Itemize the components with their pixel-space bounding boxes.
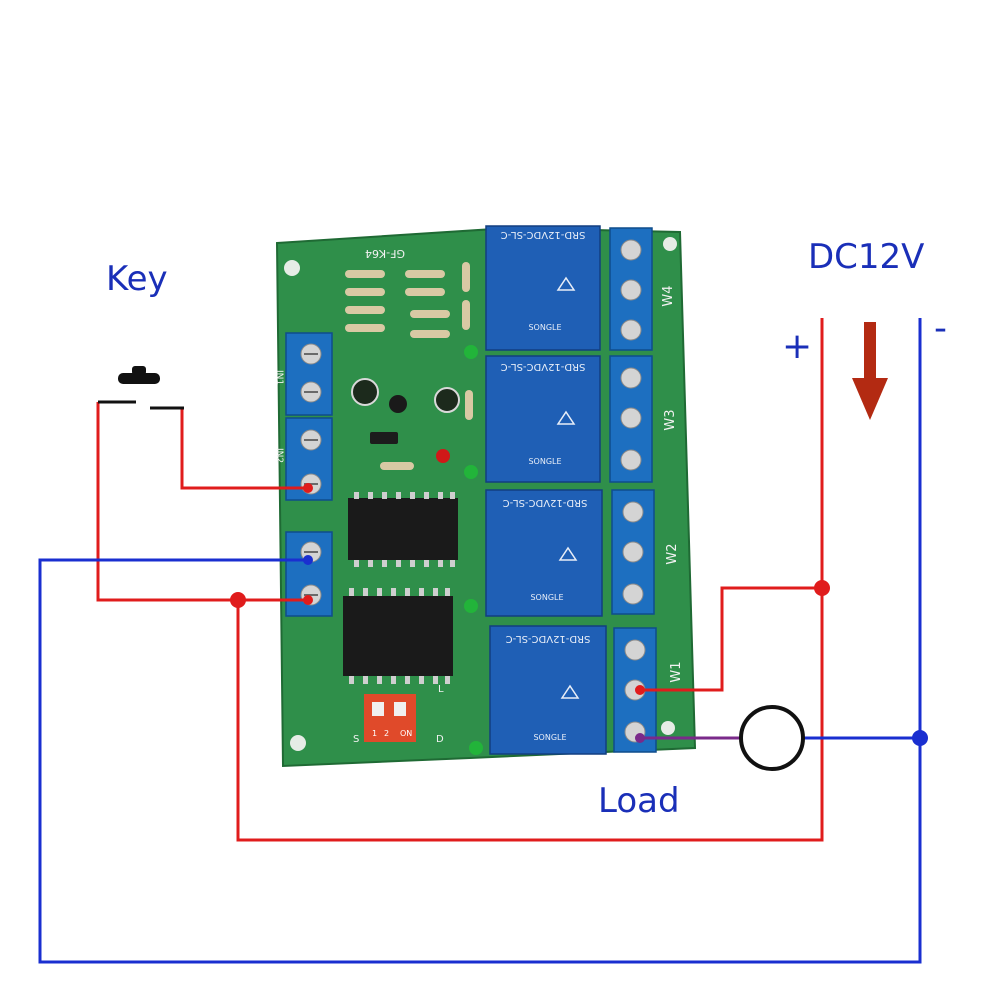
mounting-hole [290,735,306,751]
led-green [464,599,478,613]
relay-4: SRD-12VDC-SL-C SONGLE [489,625,607,755]
mounting-hole [284,260,300,276]
push-button-icon [98,366,184,410]
wire-negative-board [38,318,922,964]
relay-2: SRD-12VDC-SL-C SONGLE [485,355,601,483]
negative-label: - [934,308,947,349]
led-green [464,345,478,359]
junction-negative [912,730,928,746]
transistor [389,395,407,413]
terminal-dot [303,483,313,493]
input-terminal-in2 [285,417,333,501]
supply-label: DC12V [808,237,924,277]
relay-1-brand: SONGLE [528,323,561,332]
load-label: Load [598,781,680,821]
load-icon [739,705,805,771]
output-label-w4: W4 [661,285,676,306]
mounting-hole [663,237,677,251]
dip-switch: ON 1 2 [364,694,416,742]
led-red [436,449,450,463]
board-model-label: GF-K64 [365,247,405,260]
relay-4-brand: SONGLE [533,733,566,742]
relay-1: SRD-12VDC-SL-C SONGLE [485,225,601,351]
junction-positive-left [230,592,246,608]
output-terminal-w3 [609,355,653,483]
output-label-w2: W2 [665,543,680,564]
terminal-dot [303,595,313,605]
key-label: Key [106,259,168,299]
capacitor [351,378,379,406]
output-terminal-w4 [609,227,653,351]
input-label-in1: IN1 [274,370,284,385]
wire-positive-bus [236,318,824,842]
positive-label: + [782,326,812,367]
wire-positive-to-relay [640,586,822,692]
relay-2-brand: SONGLE [528,457,561,466]
relay-3-brand: SONGLE [530,593,563,602]
dip-1-label: 1 [372,729,377,738]
dip-2-label: 2 [384,729,389,738]
led-green [464,465,478,479]
relay-board: GF-K64 [274,225,697,768]
dip-d-label: D [436,734,444,745]
terminal-dot [635,685,645,695]
output-label-w3: W3 [663,409,678,430]
wire-key-to-input [180,408,308,490]
input-terminal-in1 [285,332,333,416]
dip-on-label: ON [400,729,412,738]
current-arrow-icon [852,322,888,420]
wire-key-to-common [96,402,238,602]
capacitor [434,387,460,413]
output-label-w1: W1 [669,661,684,682]
junction-positive-right [814,580,830,596]
board-l-label: L [438,684,444,695]
mounting-hole [661,721,675,735]
ic-chip-upper [348,492,458,567]
terminal-dot [635,733,645,743]
input-label-in2: IN2 [274,448,284,463]
terminal-dot [303,555,313,565]
led-green [469,741,483,755]
dip-s-label: S [353,734,359,745]
output-terminal-w2 [611,489,655,615]
relay-3-marking: SRD-12VDC-SL-C [503,497,588,508]
relay-3: SRD-12VDC-SL-C SONGLE [485,489,603,617]
resistor-array [345,262,473,470]
ic-chip-lower [343,588,453,684]
relay-2-marking: SRD-12VDC-SL-C [501,361,586,372]
relay-4-marking: SRD-12VDC-SL-C [506,633,591,644]
relay-1-marking: SRD-12VDC-SL-C [501,229,586,240]
